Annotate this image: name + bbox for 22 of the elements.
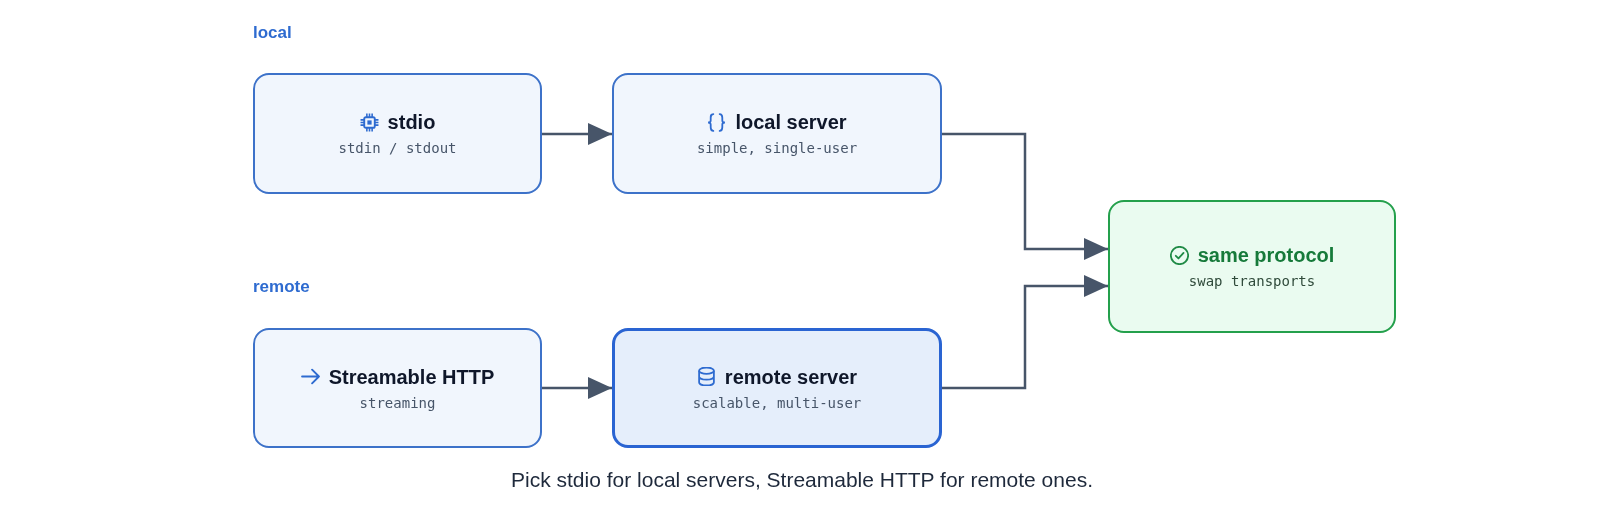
process-box: [253, 73, 542, 194]
caption: Pick stdio for local servers, Streamable HTTP for remote ones.: [511, 467, 1093, 493]
process-box: [612, 73, 942, 194]
node-title: Streamable HTTP: [328, 364, 495, 389]
node-title: same protocol: [1197, 243, 1335, 268]
node-title: stdio: [387, 110, 436, 135]
group-label: local: [253, 23, 292, 44]
arrow: [942, 275, 1108, 390]
process-box: [253, 328, 542, 448]
node-subtitle: swap transports: [1188, 273, 1316, 290]
node-title: local server: [735, 110, 847, 135]
node-subtitle: streaming: [359, 394, 436, 412]
node-subtitle: scalable, multi-user: [692, 394, 862, 412]
node-subtitle: stdin / stdout: [338, 140, 457, 157]
arrow: [542, 377, 612, 399]
node-title: remote server: [724, 364, 858, 389]
process-box: [612, 328, 942, 448]
arrow: [942, 132, 1108, 260]
arrow: [542, 123, 612, 145]
node-subtitle: simple, single-user: [696, 140, 858, 157]
process-box: [1108, 200, 1396, 333]
group-label: remote: [253, 277, 310, 298]
